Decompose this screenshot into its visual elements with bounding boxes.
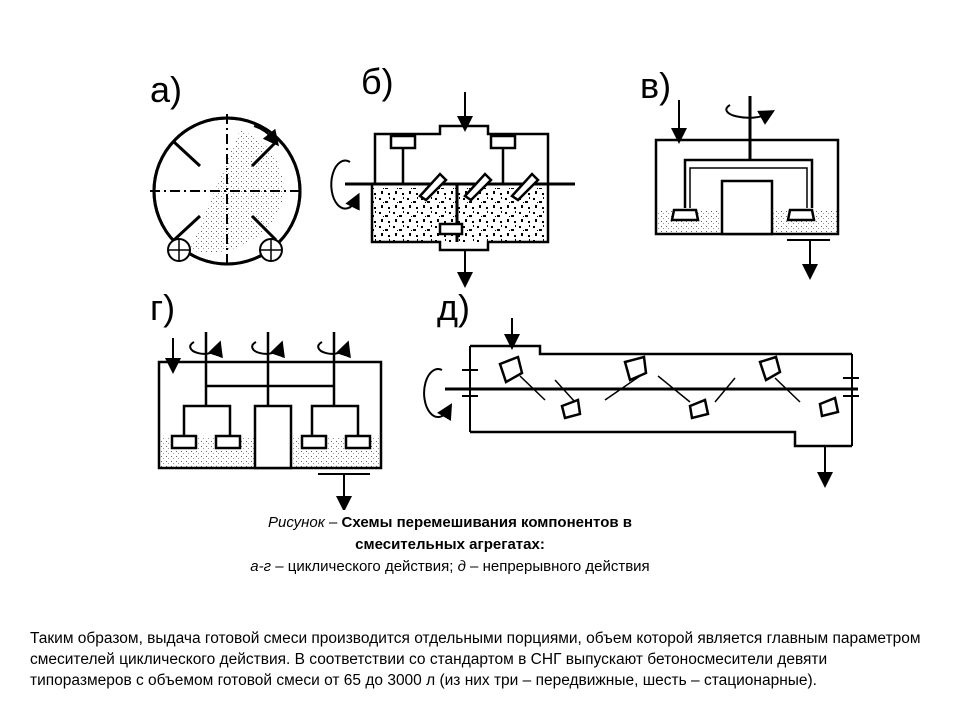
discharge-gate: [438, 222, 464, 236]
blade-frame-inner: [689, 167, 808, 208]
rotation-arrow-icon: [253, 125, 279, 147]
rotation-arrow-icon: [317, 340, 351, 359]
panel-d-continuous-mixer: [423, 318, 859, 488]
panel-g-multishaft-mixer: [157, 332, 383, 510]
frame-right: [310, 404, 360, 436]
paddle: [688, 398, 710, 420]
panel-label-d: д): [437, 287, 470, 328]
blade-left: [670, 208, 700, 222]
caption-legend-d: д: [457, 558, 466, 575]
rotation-arrow-icon: [423, 368, 453, 421]
central-core: [720, 179, 774, 236]
caption-dash: –: [324, 514, 342, 531]
cover: [373, 124, 550, 185]
drum-blade: [250, 214, 278, 242]
rotation-arrow-icon: [189, 340, 223, 359]
blade: [170, 434, 198, 450]
blade: [300, 434, 328, 450]
drum-blade: [172, 214, 202, 242]
paddle: [818, 396, 840, 418]
frame-left: [182, 404, 232, 436]
rotation-arrow-icon: [725, 104, 775, 125]
panel-v-turbine-mixer: [654, 96, 840, 280]
caption-legend-ag-text: – циклического действия;: [271, 558, 458, 575]
motor-left: [389, 134, 417, 150]
panel-b-pan-mixer: [330, 92, 575, 288]
caption-prefix: Рисунок: [268, 514, 325, 531]
caption-legend-d-text: – непрерывного действия: [465, 558, 650, 575]
central-core: [253, 404, 293, 470]
figure-caption: Рисунок – Схемы перемешивания компоненто…: [170, 512, 730, 578]
panel-a-drum-mixer: [150, 114, 304, 268]
panel-label-g: г): [150, 287, 176, 328]
paddle: [758, 355, 782, 382]
paddle: [623, 355, 648, 382]
mixing-schemes-diagram: а) б) в) г) д): [150, 61, 859, 510]
panel-label-b: б): [361, 61, 394, 102]
caption-title-1: Схемы перемешивания компонентов в: [341, 514, 632, 531]
schemes-svg: [150, 92, 859, 510]
paddle: [463, 172, 493, 202]
panel-label-v: в): [640, 65, 672, 106]
body-paragraph: Таким образом, выдача готовой смеси прои…: [30, 630, 921, 689]
blade: [214, 434, 242, 450]
caption-legend-ag: а-г: [250, 558, 272, 575]
paddle: [418, 172, 448, 202]
rotation-arrow-icon: [330, 159, 360, 211]
panel-label-a: а): [150, 69, 183, 110]
rotation-arrow-icon: [251, 340, 285, 359]
caption-title-2: смесительных агрегатах:: [355, 536, 545, 553]
blade: [344, 434, 372, 450]
paddle: [498, 355, 524, 384]
trough-bottom: [470, 430, 852, 448]
blade-frame: [683, 158, 814, 208]
drum-blade: [172, 140, 202, 168]
trough-top: [470, 344, 852, 356]
motor-right: [489, 134, 517, 150]
paddle: [560, 398, 582, 420]
blade-right: [786, 208, 816, 222]
paddle: [510, 172, 540, 202]
